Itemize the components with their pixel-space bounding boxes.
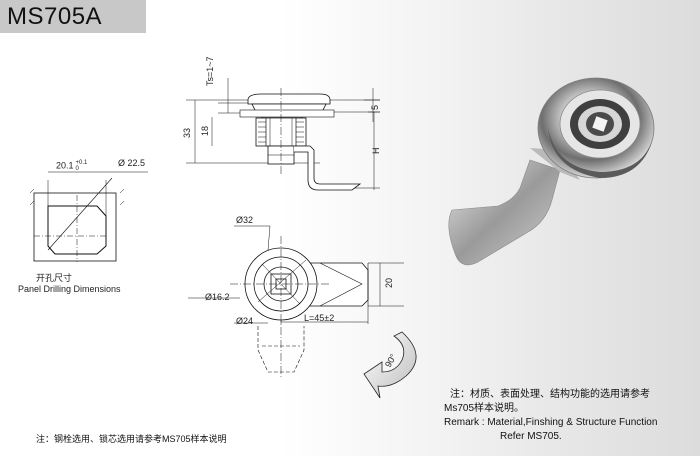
rotation-arrow-icon [363,331,417,399]
dim-h: H [371,147,381,155]
front-view [188,225,404,378]
dim-tol-upper: +0.1 [75,160,88,166]
bottom-note: 注：钢栓选用、锁芯选用请参考MS705样本说明 [36,434,227,444]
remark-en-line1: Remark : Material,Finshing & Structure F… [444,417,658,428]
dim-18: 18 [200,125,210,136]
dim-length: L=45±2 [304,313,335,323]
panel-cutout-view [29,171,148,262]
dim-tol-lower: 0 [75,166,79,172]
product-photo [448,77,655,266]
dim-d16: Ø16.2 [205,292,230,302]
remark-cn-line1: 注：材质、表面处理、结构功能的选用请参考 [450,389,650,400]
dim-cut-width-value: 20.1 [56,160,74,171]
dim-ts: Ts=1~7 [205,56,215,86]
dim-cut-dia: Ø 22.5 [118,158,146,168]
remark-en-line2: Refer MS705. [500,431,562,442]
dim-d32: Ø32 [236,215,254,225]
dim-20: 20 [384,277,394,288]
dim-5: 5 [370,104,380,110]
remark-cn-line2: Ms705样本说明。 [444,403,525,414]
panel-caption-cn: 开孔尺寸 [36,273,73,283]
dim-33: 33 [182,127,192,138]
panel-caption-en: Panel Drilling Dimensions [18,284,121,294]
remark-block: 注：材质、表面处理、结构功能的选用请参考 Ms705样本说明。 Remark :… [444,388,657,444]
dim-d24: Ø24 [236,316,254,326]
model-title: MS705A [0,0,146,33]
side-view [186,78,380,191]
